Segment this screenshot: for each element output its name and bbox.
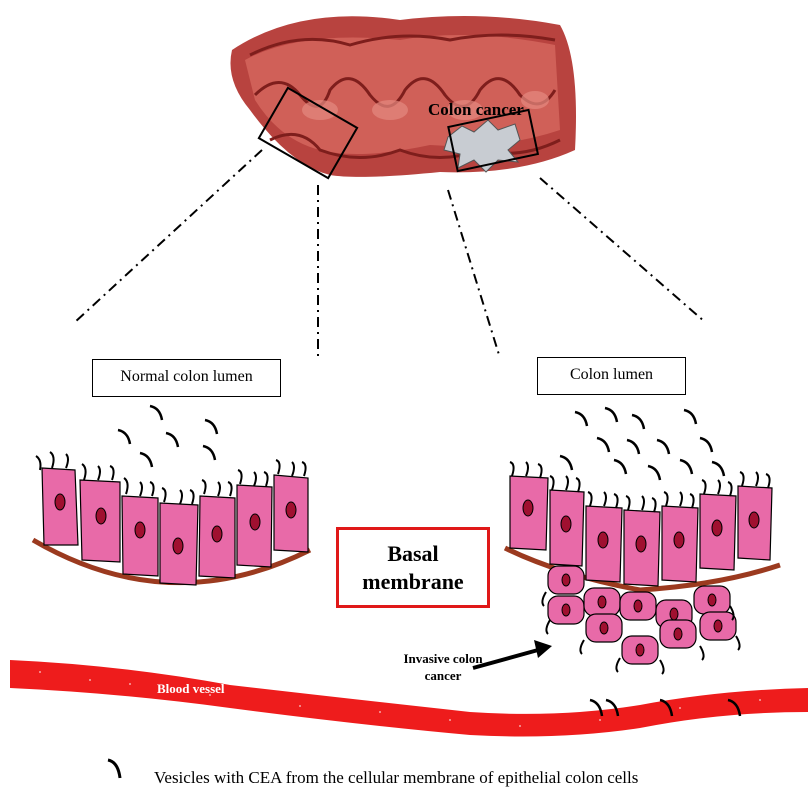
normal-colon-lumen-label: Normal colon lumen	[92, 359, 281, 397]
cancer-epithelium	[505, 408, 780, 716]
blood-vessel-label: Blood vessel	[157, 681, 225, 697]
colon-cancer-label: Colon cancer	[428, 100, 524, 120]
basal-membrane-line1: Basal	[339, 540, 487, 568]
basal-membrane-label: Basal membrane	[336, 527, 490, 608]
colon-lumen-label: Colon lumen	[537, 357, 686, 395]
cancer-lumen-vesicles	[560, 408, 724, 480]
legend-vesicle-icon	[108, 760, 120, 778]
invasive-label-line2: cancer	[388, 667, 498, 684]
invasive-label-line1: Invasive colon	[388, 650, 498, 667]
legend-text: Vesicles with CEA from the cellular memb…	[154, 768, 638, 788]
zoom-guide-lines	[75, 150, 705, 358]
normal-lumen-vesicles	[118, 406, 217, 467]
invasive-cancer-label: Invasive colon cancer	[388, 650, 498, 684]
normal-epithelium	[33, 406, 310, 585]
colon-illustration	[230, 16, 576, 178]
basal-membrane-line2: membrane	[339, 568, 487, 596]
